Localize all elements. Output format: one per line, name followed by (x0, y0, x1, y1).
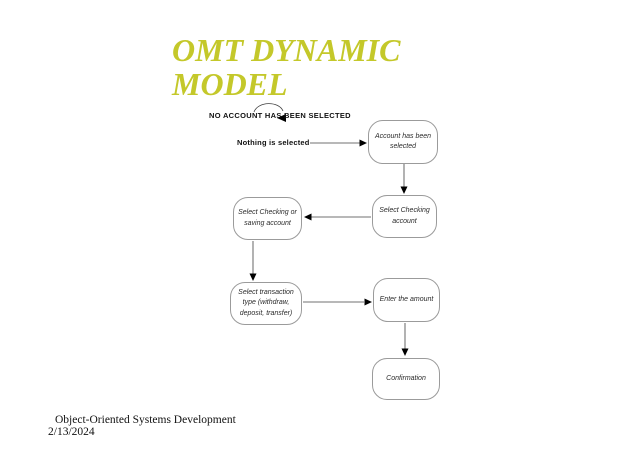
connector-transaction-type-to-enter-amount (303, 298, 372, 306)
state-label: Enter the amount (379, 295, 434, 303)
arrowhead-down-icon (249, 273, 257, 281)
state-account-has-been-selected: Account has been selected (368, 120, 438, 164)
state-select-transaction-type: Select transaction type (withdraw, depos… (230, 282, 302, 325)
arrowhead-down-icon (400, 186, 408, 194)
transition-label-nothing-selected: Nothing is selected (237, 138, 310, 147)
connector-select-checking-to-checking-or-saving (304, 213, 371, 221)
start-state-label: NO ACCOUNT HAS BEEN SELECTED (209, 111, 351, 120)
state-label: Select Checking account (379, 207, 430, 225)
arrowhead-right-icon (359, 139, 367, 147)
connector-account-selected-to-select-checking (400, 164, 408, 194)
slide-footer: Object-Oriented Systems Development 2/13… (48, 414, 236, 438)
footer-course-title: Object-Oriented Systems Development (55, 414, 236, 426)
state-enter-the-amount: Enter the amount (373, 278, 440, 322)
state-label: Confirmation (386, 374, 426, 382)
slide-title: OMT DYNAMIC MODEL (172, 32, 401, 102)
arrowhead-right-icon (364, 298, 372, 306)
state-label: Select transaction type (withdraw, depos… (238, 288, 294, 317)
connector-checking-or-saving-to-transaction-type (249, 241, 257, 281)
state-label: Account has been selected (374, 132, 432, 151)
connector-enter-amount-to-confirmation (401, 323, 409, 356)
state-label: Select Checking or saving account (238, 209, 297, 227)
state-confirmation: Confirmation (372, 358, 440, 400)
state-select-checking-account: Select Checking account (372, 195, 437, 238)
arrowhead-left-icon (304, 213, 312, 221)
arrowhead-down-icon (401, 348, 409, 356)
connector-nothing-selected-to-account-selected (310, 139, 367, 147)
state-select-checking-or-saving-account: Select Checking or saving account (233, 197, 302, 240)
footer-date: 2/13/2024 (48, 425, 95, 438)
